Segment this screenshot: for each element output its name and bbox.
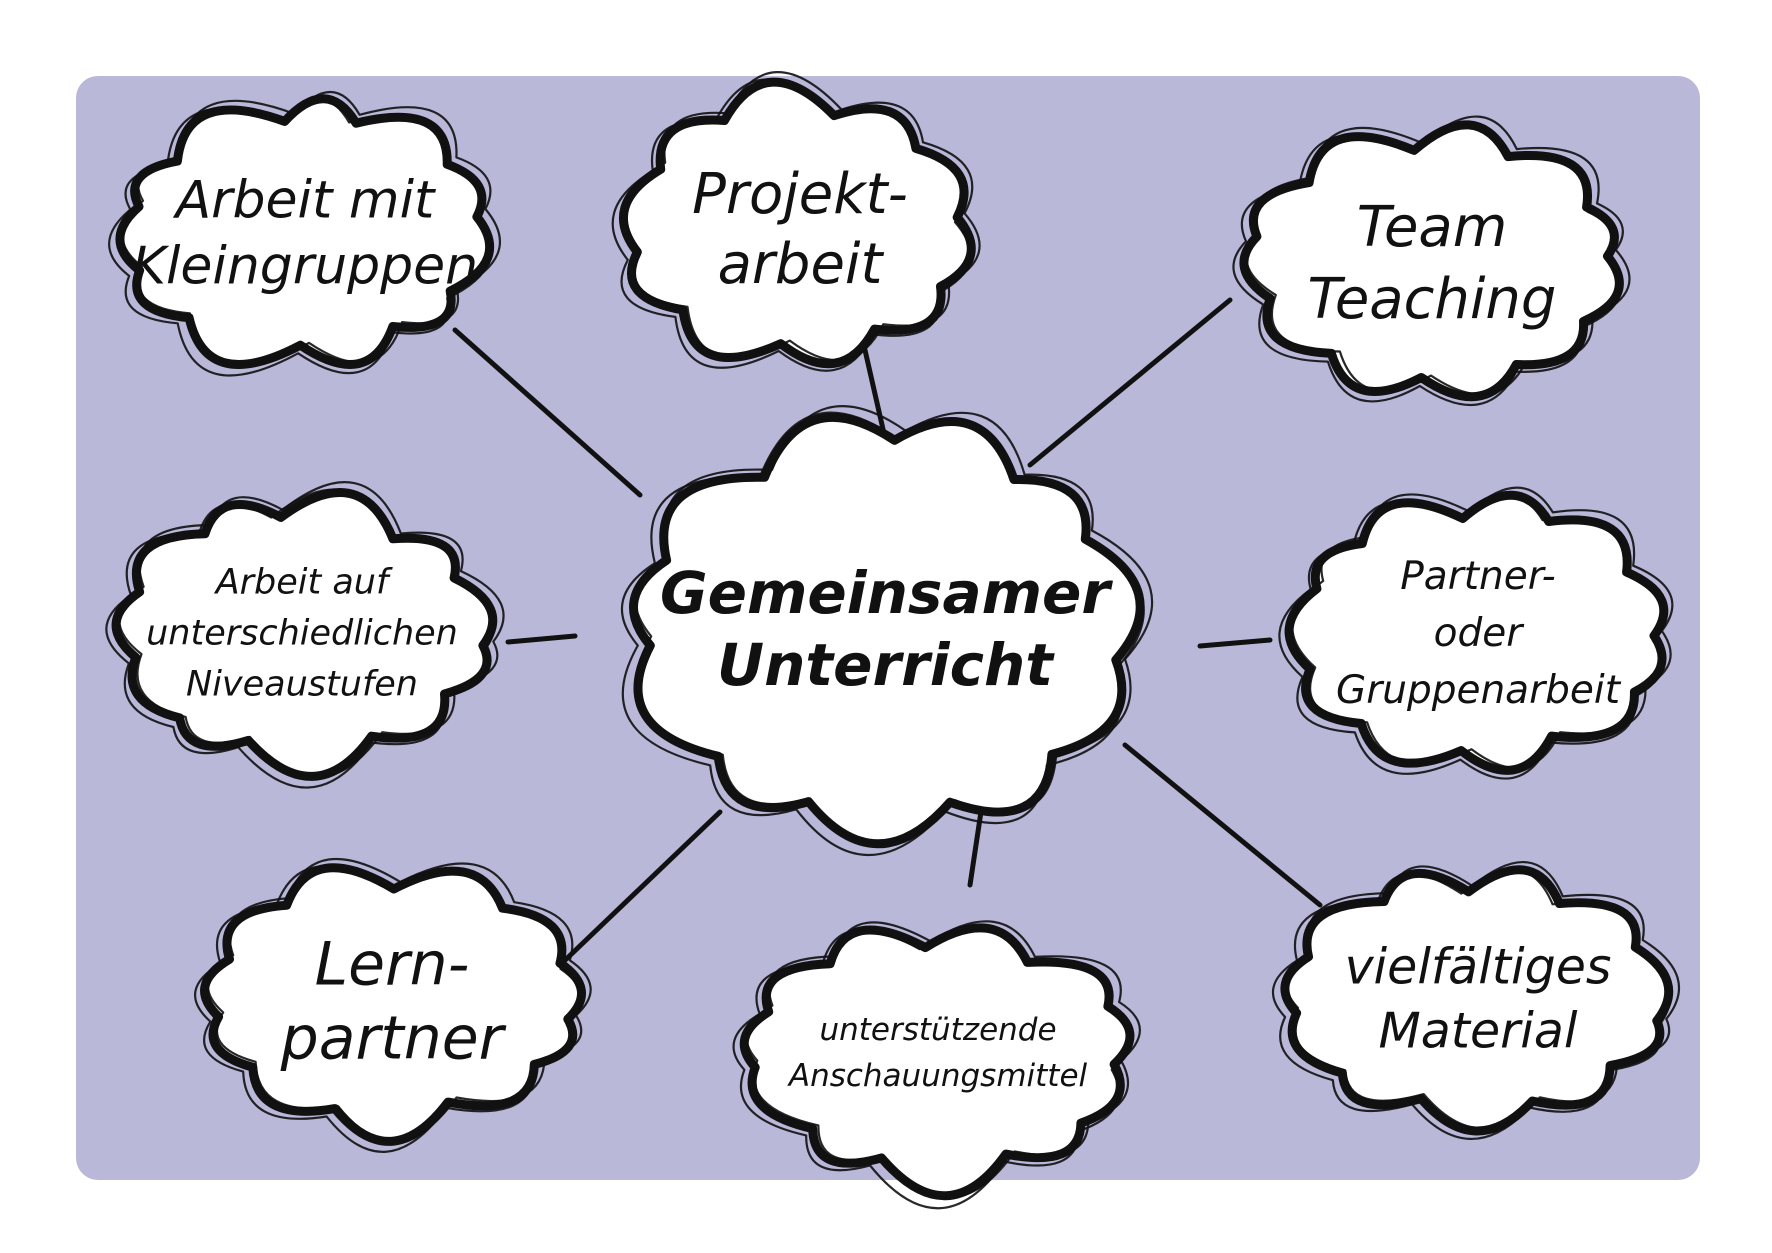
node-label-lernpartner: partner	[280, 1004, 507, 1074]
cloud-shape-gruppenarbeit	[1284, 490, 1669, 775]
cloud-sketch-line-kleingruppen	[108, 98, 492, 377]
cloud-sketch-line-gruppenarbeit	[1291, 486, 1674, 770]
connector-projektarbeit	[862, 347, 888, 441]
node-label-anschauungsmittel: unterstützende	[819, 1012, 1056, 1048]
cloud-shape-projektarbeit	[618, 77, 976, 369]
connector-material	[1122, 742, 1323, 908]
node-label-material: Material	[1378, 1003, 1577, 1060]
node-label-gruppenarbeit: Partner-	[1400, 554, 1555, 599]
cloud-lernpartner: Lern-partner	[194, 857, 592, 1153]
node-label-material: vielfältiges	[1345, 939, 1612, 996]
cloud-sketch-line-niveaustufen	[105, 488, 496, 789]
cloud-sketch-line-projektarbeit	[624, 71, 981, 362]
node-label-team-teaching: Team	[1357, 195, 1508, 260]
cloud-sketch-line-material	[1284, 861, 1681, 1130]
cloud-sketch-line-projektarbeit	[611, 78, 972, 372]
node-label-projektarbeit: Projekt-	[692, 162, 908, 227]
node-label-anschauungsmittel: Anschauungsmittel	[787, 1058, 1088, 1094]
cloud-sketch-line-team-teaching	[1245, 115, 1631, 396]
cloud-sketch-line-lernpartner	[194, 865, 583, 1153]
connector-gruppenarbeit	[1197, 637, 1273, 649]
cloud-sketch-line-anschauungsmittel	[745, 920, 1141, 1199]
cloud-sketch-line-team-teaching	[1232, 122, 1622, 407]
cloud-sketch-line-gruppenarbeit	[1278, 494, 1665, 780]
node-label-niveaustufen: Arbeit auf	[214, 563, 393, 603]
connectors	[452, 297, 1323, 968]
connector-lernpartner	[557, 809, 723, 968]
cloud-sketch-line-anschauungsmittel	[732, 927, 1132, 1210]
center-label-line: Unterricht	[717, 631, 1055, 699]
center-cloud-sketch-line	[621, 411, 1145, 856]
cloud-sketch-line-material	[1271, 868, 1672, 1140]
node-label-niveaustufen: Niveaustufen	[186, 665, 418, 705]
center-label-line: Gemeinsamer	[660, 559, 1113, 627]
connector-niveaustufen	[505, 633, 578, 645]
node-label-niveaustufen: unterschiedlichen	[146, 614, 458, 654]
cloud-sketch-line-kleingruppen	[120, 90, 502, 366]
node-label-projektarbeit: arbeit	[718, 232, 885, 297]
connector-team-teaching	[1027, 297, 1233, 468]
node-label-team-teaching: Teaching	[1308, 267, 1557, 332]
cloud-shape-team-teaching	[1239, 120, 1624, 402]
node-label-kleingruppen: Arbeit mit	[173, 171, 436, 231]
node-label-gruppenarbeit: Gruppenarbeit	[1336, 668, 1622, 713]
cloud-sketch-line-niveaustufen	[118, 481, 505, 778]
cloud-projektarbeit: Projekt-arbeit	[611, 71, 981, 372]
connector-kleingruppen	[452, 327, 643, 498]
node-label-gruppenarbeit: oder	[1434, 611, 1526, 656]
node-label-kleingruppen: Kleingruppen	[132, 237, 478, 297]
node-label-lernpartner: Lern-	[315, 930, 470, 1000]
